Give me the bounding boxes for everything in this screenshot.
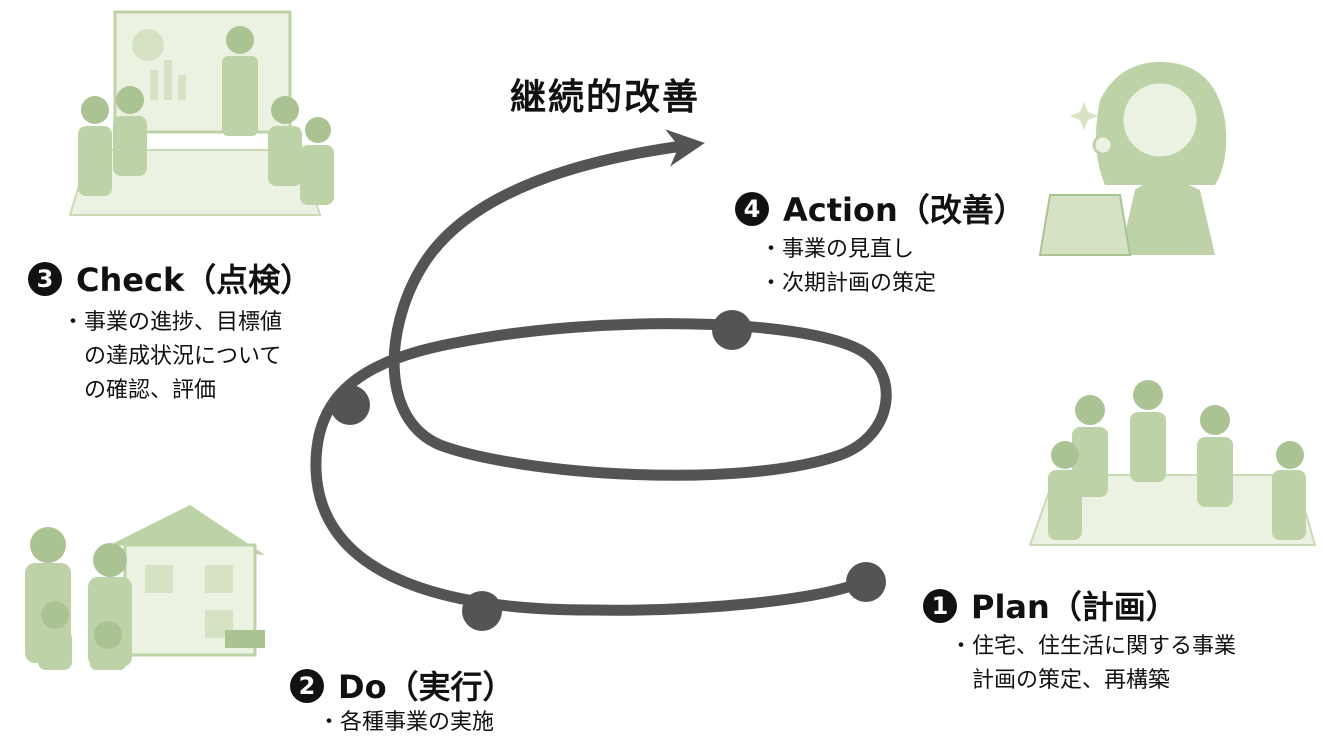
check-line-3: の確認、評価 (62, 378, 217, 403)
action-node-dot (712, 310, 752, 350)
check-line-1: ・事業の進捗、目標値 (62, 310, 283, 335)
do-label: Do（実行） (338, 668, 515, 706)
do-line-1: ・各種事業の実施 (318, 710, 495, 735)
do-heading: 2 Do（実行） (290, 662, 515, 708)
action-line-2: ・次期計画の策定 (760, 271, 937, 296)
plan-number-badge: 1 (923, 589, 957, 623)
check-number-badge: 3 (28, 262, 62, 296)
check-heading: 3 Check（点検） (28, 255, 312, 301)
action-number-badge: 4 (735, 192, 769, 226)
meeting-presentation-illustration (68, 10, 334, 216)
family-house-illustration (25, 505, 265, 670)
check-line-2: の達成状況について (62, 344, 282, 369)
action-heading: 4 Action（改善） (735, 185, 1026, 231)
check-description: ・事業の進捗、目標値 の達成状況について の確認、評価 (62, 306, 282, 408)
do-node-dot (462, 591, 502, 631)
woman-ok-sign-illustration (1038, 61, 1227, 256)
check-node-dot (330, 385, 370, 425)
diagram-title: 継続的改善 (510, 77, 701, 118)
plan-line-2: 計画の策定、再構築 (950, 668, 1171, 693)
action-description: ・事業の見直し ・次期計画の策定 (760, 233, 936, 301)
plan-line-1: ・住宅、住生活に関する事業 (950, 634, 1237, 659)
do-number-badge: 2 (290, 669, 324, 703)
do-description: ・各種事業の実施 (318, 706, 494, 740)
plan-description: ・住宅、住生活に関する事業 計画の策定、再構築 (950, 630, 1236, 698)
team-meeting-illustration (1028, 380, 1317, 546)
plan-label: Plan（計画） (971, 588, 1178, 626)
plan-heading: 1 Plan（計画） (923, 582, 1178, 628)
action-label: Action（改善） (783, 191, 1026, 229)
check-label: Check（点検） (76, 261, 313, 299)
action-line-1: ・事業の見直し (760, 237, 915, 262)
cycle-path (310, 129, 892, 616)
plan-node-dot (846, 562, 886, 602)
